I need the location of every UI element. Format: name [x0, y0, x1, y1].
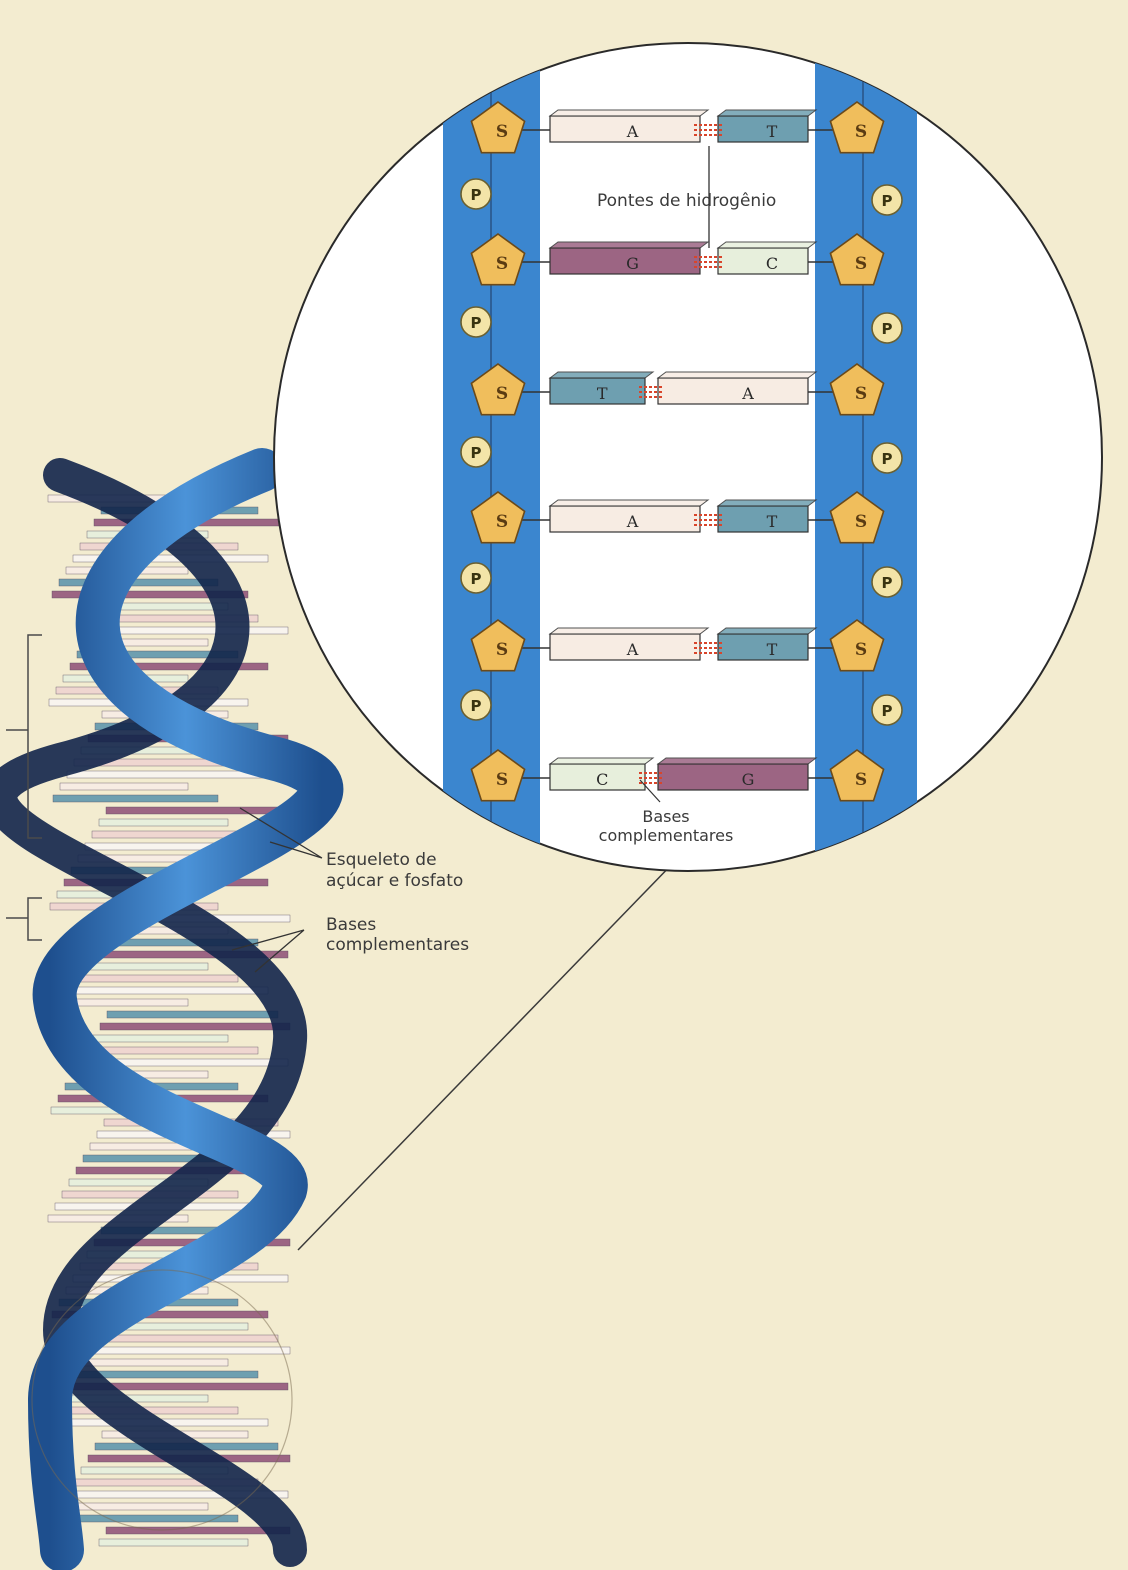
sugar-label: S	[496, 122, 508, 142]
helix-rung	[93, 1035, 228, 1042]
helix-rung	[59, 579, 218, 586]
helix-bases-label-line1: Bases	[326, 915, 376, 935]
sugar-label: S	[496, 512, 508, 532]
helix-rung	[53, 795, 218, 802]
phosphate-label: P	[882, 450, 893, 468]
base-block	[718, 634, 808, 660]
sugar-label: S	[855, 640, 867, 660]
base-letter: A	[626, 122, 639, 141]
helix-rung	[98, 1335, 278, 1342]
base-block-top	[718, 500, 816, 506]
phosphate-label: P	[882, 702, 893, 720]
base-block	[718, 506, 808, 532]
base-letter: G	[626, 254, 639, 273]
zoom-bases-label-line1: Bases	[642, 807, 689, 826]
base-block	[718, 116, 808, 142]
sugar-label: S	[496, 254, 508, 274]
phosphate-label: P	[471, 697, 482, 715]
dna-helix	[0, 470, 321, 1550]
helix-bases-label-line2: complementares	[326, 935, 469, 955]
helix-rung	[105, 603, 228, 610]
base-block-top	[550, 628, 708, 634]
base-block-top	[550, 372, 653, 378]
backbone-label-line2: açúcar e fosfato	[326, 871, 463, 891]
helix-rung	[100, 1023, 290, 1030]
helix-rung	[60, 783, 188, 790]
base-block	[658, 378, 808, 404]
base-letter: G	[742, 770, 755, 789]
base-letter: T	[767, 512, 778, 531]
sugar-label: S	[855, 254, 867, 274]
base-letter: C	[766, 254, 778, 273]
sugar-label: S	[496, 384, 508, 404]
base-block-top	[658, 372, 816, 378]
helix-rung	[99, 819, 228, 826]
base-letter: A	[626, 512, 639, 531]
base-block	[550, 506, 700, 532]
helix-rung	[68, 975, 238, 982]
base-block-top	[718, 110, 816, 116]
helix-rung	[91, 1347, 290, 1354]
sugar-label: S	[855, 122, 867, 142]
base-block-top	[658, 758, 816, 764]
phosphate-label: P	[471, 314, 482, 332]
base-letter: T	[767, 640, 778, 659]
base-letter: C	[596, 770, 608, 789]
base-block	[550, 634, 700, 660]
backbone-label-line1: Esqueleto de	[326, 850, 437, 870]
zoom-bases-label-line2: complementares	[599, 826, 734, 845]
sugar-label: S	[855, 384, 867, 404]
phosphate-label: P	[471, 186, 482, 204]
helix-rung	[67, 771, 268, 778]
phosphate-label: P	[882, 192, 893, 210]
sugar-label: S	[855, 770, 867, 790]
sugar-label: S	[496, 640, 508, 660]
phosphate-label: P	[882, 320, 893, 338]
hydrogen-bridges-label: Pontes de hidrogênio	[597, 191, 776, 211]
base-letter: A	[741, 384, 754, 403]
zoom-circle: A T S S G C S S T A S S A T S S A T S S C G S S P P P P P P P P P P	[274, 30, 1102, 880]
helix-bracket-minor	[6, 898, 42, 940]
helix-rung	[60, 1503, 208, 1510]
helix-rung	[107, 1011, 278, 1018]
phosphate-label: P	[882, 574, 893, 592]
base-block	[550, 248, 700, 274]
base-block-top	[718, 242, 816, 248]
base-letter: T	[767, 122, 778, 141]
helix-rung	[106, 807, 290, 814]
base-block-top	[550, 758, 653, 764]
base-block-top	[550, 242, 708, 248]
helix-rung	[61, 987, 268, 994]
phosphate-label: P	[471, 570, 482, 588]
helix-rung	[99, 1539, 248, 1546]
base-block	[718, 248, 808, 274]
sugar-label: S	[855, 512, 867, 532]
sugar-label: S	[496, 770, 508, 790]
base-block-top	[718, 628, 816, 634]
phosphate-label: P	[471, 444, 482, 462]
base-block	[658, 764, 808, 790]
helix-rung	[77, 1371, 258, 1378]
helix-rung	[84, 1359, 228, 1366]
base-letter: T	[597, 384, 608, 403]
base-block	[550, 116, 700, 142]
base-block-top	[550, 500, 708, 506]
base-letter: A	[626, 640, 639, 659]
base-block-top	[550, 110, 708, 116]
helix-rung	[86, 1047, 258, 1054]
